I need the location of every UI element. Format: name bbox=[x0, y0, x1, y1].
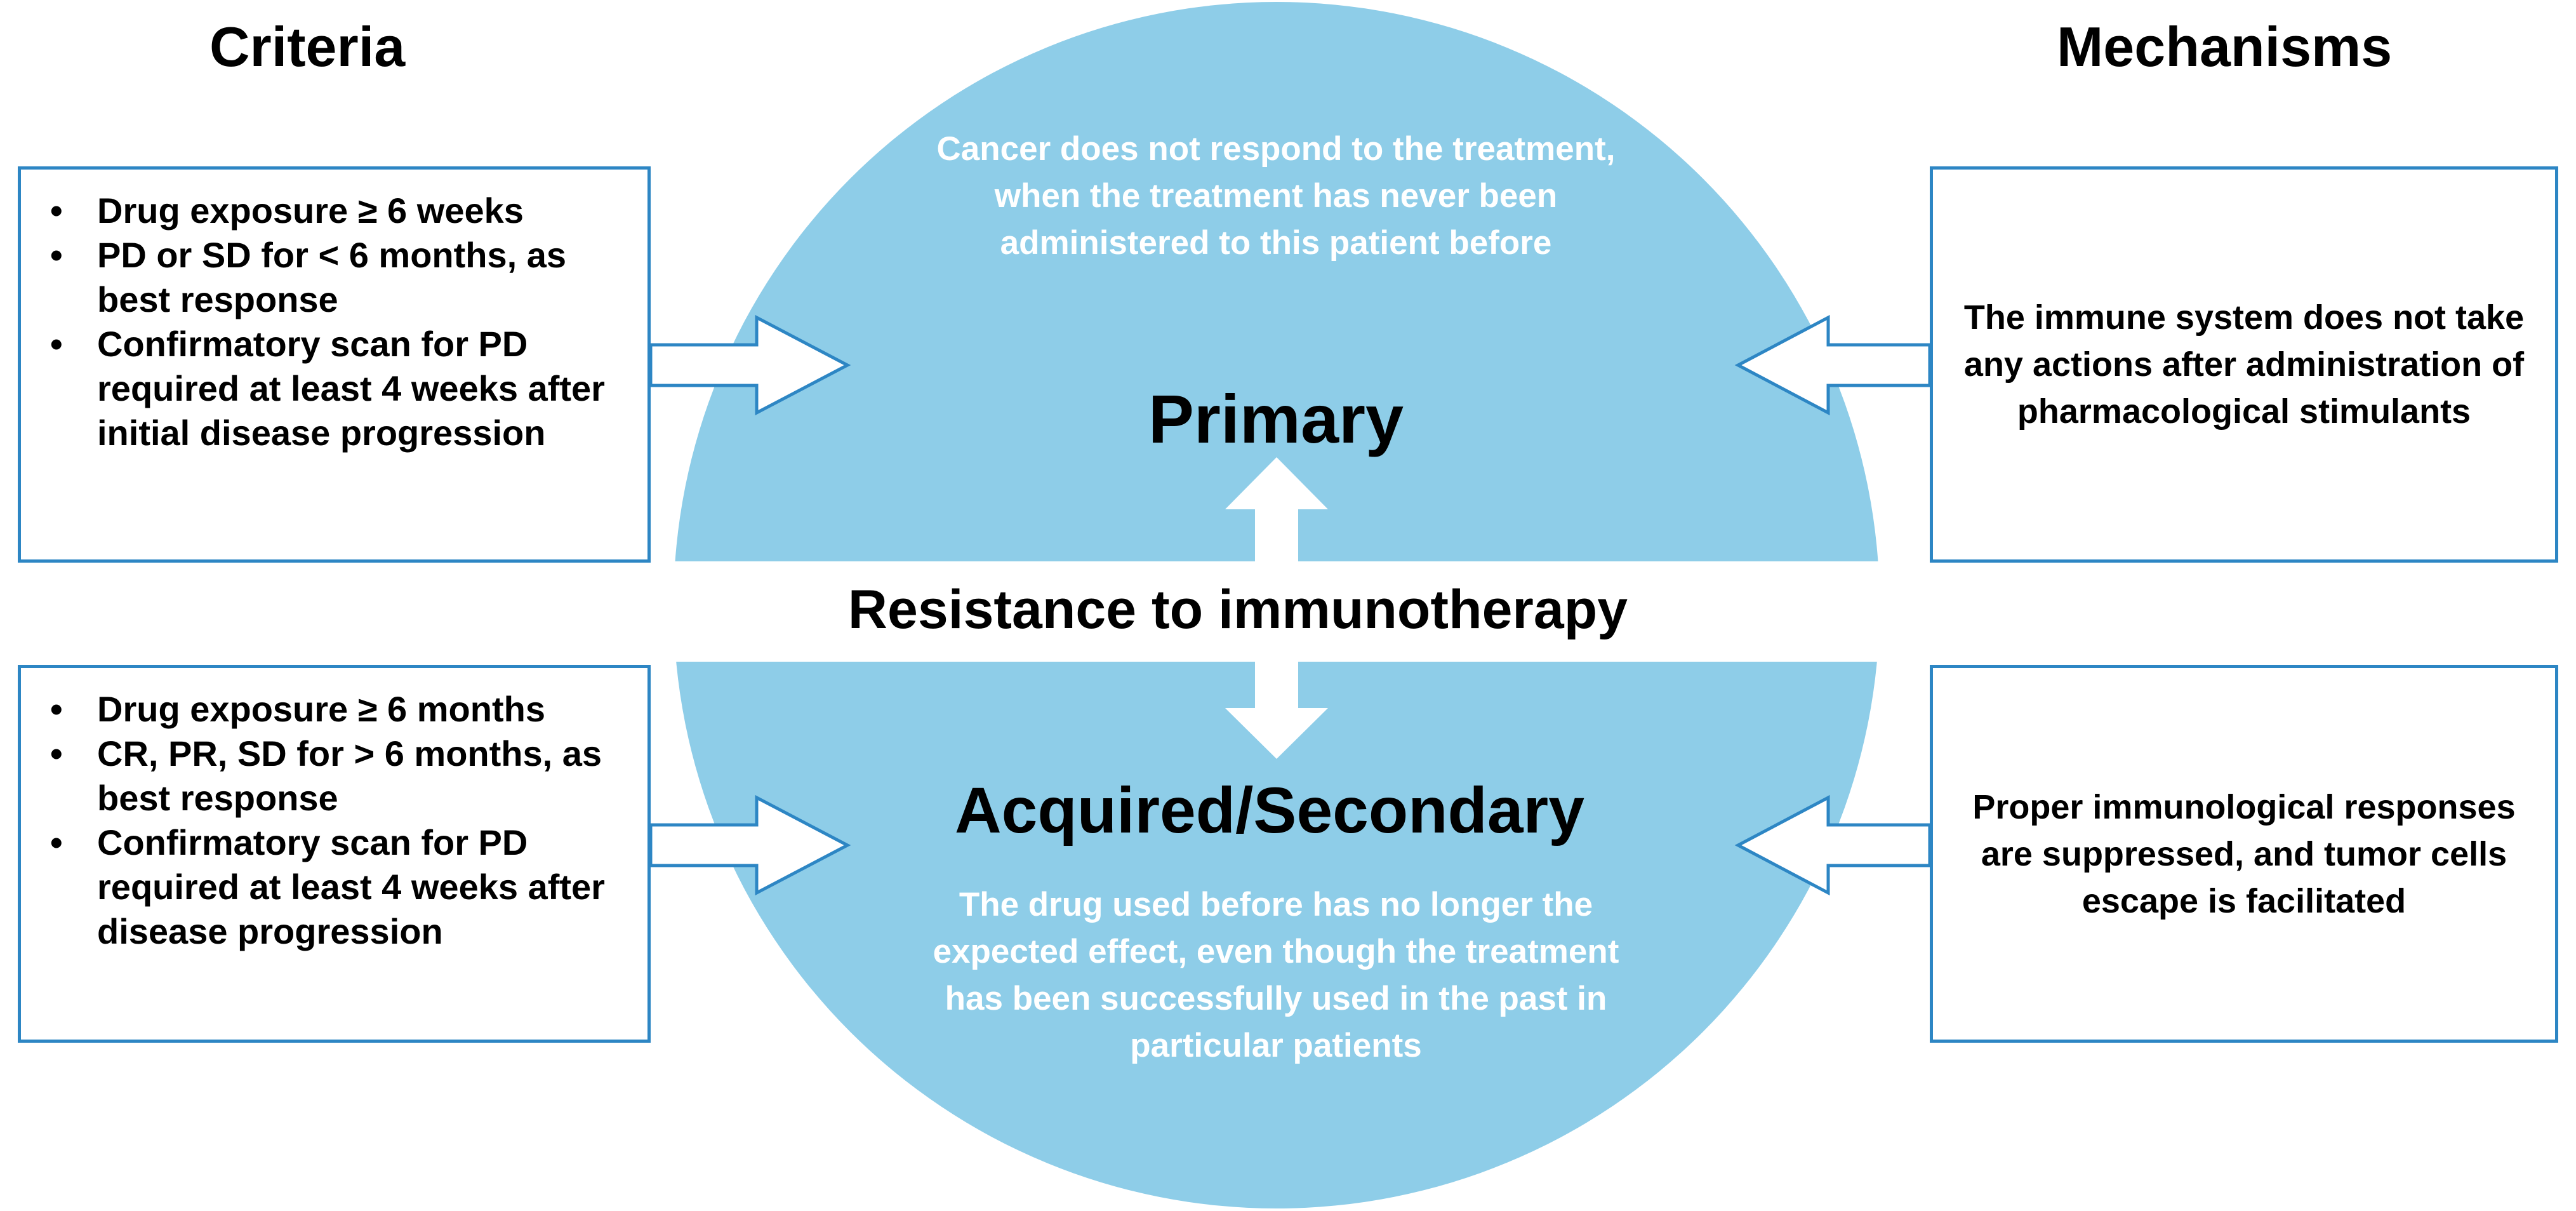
primary-mechanism-box: The immune system does not take any acti… bbox=[1930, 166, 2558, 563]
secondary-label: Acquired/Secondary bbox=[955, 774, 1584, 846]
arrow-right-icon bbox=[649, 794, 851, 896]
primary-description: Cancer does not respond to the treatment… bbox=[936, 130, 1616, 262]
primary-label: Primary bbox=[1148, 380, 1404, 457]
secondary-mechanism-box: Proper immunological responses are suppr… bbox=[1930, 665, 2558, 1043]
double-arrow-vertical-icon bbox=[1225, 457, 1328, 759]
criteria-item: CR, PR, SD for > 6 months, as best respo… bbox=[27, 732, 641, 820]
primary-criteria-box: Drug exposure ≥ 6 weeks PD or SD for < 6… bbox=[18, 166, 651, 563]
criteria-item: Drug exposure ≥ 6 months bbox=[27, 687, 641, 732]
secondary-criteria-list: Drug exposure ≥ 6 months CR, PR, SD for … bbox=[27, 687, 641, 954]
arrow-right-icon bbox=[649, 314, 851, 416]
arrow-left-icon bbox=[1734, 794, 1932, 896]
criteria-item: Confirmatory scan for PD required at lea… bbox=[27, 322, 641, 455]
criteria-item: PD or SD for < 6 months, as best respons… bbox=[27, 233, 641, 322]
mechanisms-heading: Mechanisms bbox=[2057, 15, 2393, 78]
criteria-item: Drug exposure ≥ 6 weeks bbox=[27, 189, 641, 233]
secondary-criteria-box: Drug exposure ≥ 6 months CR, PR, SD for … bbox=[18, 665, 651, 1043]
secondary-description: The drug used before has no longer the e… bbox=[933, 886, 1619, 1064]
primary-mechanism-text: The immune system does not take any acti… bbox=[1963, 298, 2525, 431]
arrow-left-icon bbox=[1734, 314, 1932, 416]
criteria-item: Confirmatory scan for PD required at lea… bbox=[27, 820, 641, 954]
resistance-title: Resistance to immunotherapy bbox=[847, 579, 1628, 640]
primary-criteria-list: Drug exposure ≥ 6 weeks PD or SD for < 6… bbox=[27, 189, 641, 455]
secondary-mechanism-text: Proper immunological responses are suppr… bbox=[1972, 787, 2516, 920]
criteria-heading: Criteria bbox=[209, 15, 406, 78]
